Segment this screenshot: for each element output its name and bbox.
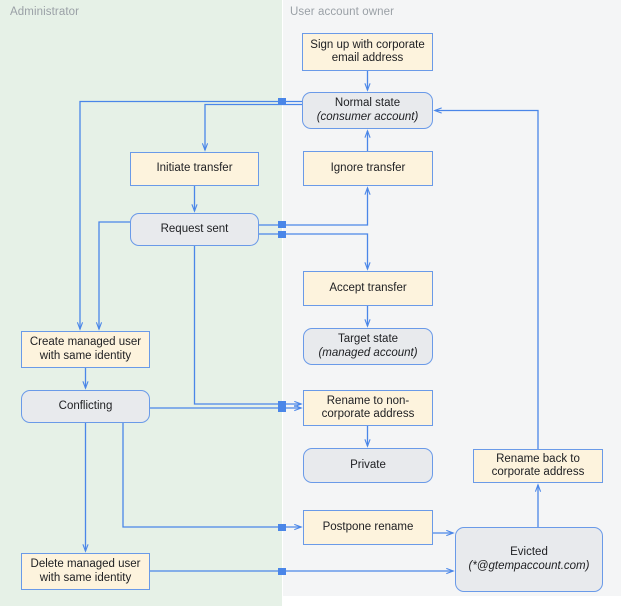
- node-label-line1: Target state: [337, 333, 399, 345]
- node-label-line1: Postpone rename: [322, 520, 414, 533]
- node-label-line2: (*@gtempaccount.com): [468, 559, 590, 572]
- node-label-line1: Sign up with corporate: [310, 38, 425, 51]
- edge-reqsent-createmu: [99, 221, 130, 329]
- node-evicted[interactable]: Evicted(*@gtempaccount.com): [455, 527, 603, 592]
- edge-reqsent-renamenc: [193, 246, 302, 404]
- edge-reqsent-accept: [259, 233, 368, 269]
- node-normal[interactable]: Normal state(consumer account): [302, 92, 433, 129]
- node-label-line1: Create managed user: [29, 336, 142, 348]
- node-label-line2: (managed account): [318, 346, 418, 359]
- node-label-line1: Rename back to: [496, 452, 580, 465]
- node-accept[interactable]: Accept transfer: [303, 271, 433, 306]
- edge-conflict-postpone: [122, 423, 301, 527]
- node-label-line1: Rename to non-: [326, 394, 410, 407]
- node-ignore[interactable]: Ignore transfer: [303, 151, 433, 186]
- node-label-line2: corporate address: [491, 466, 585, 478]
- node-label-line1: Ignore transfer: [330, 161, 406, 174]
- node-label-line2: corporate address: [321, 408, 415, 420]
- node-label-line1: Private: [350, 458, 386, 471]
- node-label-line1: Normal state: [334, 97, 401, 109]
- node-label-line1: Evicted: [510, 546, 548, 558]
- node-label-line1: Delete managed user: [30, 558, 141, 570]
- node-label-line1: Request sent: [160, 222, 229, 235]
- edge-renameback-normal: [435, 111, 539, 449]
- lane-crossing-markers: [278, 98, 286, 575]
- node-label-line1: Accept transfer: [329, 281, 407, 294]
- edge-normal-createmu: [80, 100, 302, 330]
- node-conflict[interactable]: Conflicting: [21, 390, 150, 423]
- node-label-line1: Conflicting: [58, 399, 113, 412]
- lane-label-user-account-owner: User account owner: [290, 6, 395, 18]
- node-target[interactable]: Target state(managed account): [303, 328, 433, 365]
- node-label-line2: with same identity: [39, 349, 132, 362]
- node-label-line1: Initiate transfer: [156, 162, 233, 175]
- node-reqsent[interactable]: Request sent: [130, 213, 259, 246]
- node-renamenc[interactable]: Rename to non-corporate address: [303, 390, 433, 426]
- node-label-line2: with same identity: [39, 571, 132, 584]
- node-label-line2: (consumer account): [316, 110, 419, 123]
- edges-group: [80, 71, 538, 571]
- lane-label-administrator: Administrator: [10, 6, 80, 18]
- node-label-line2: email address: [331, 52, 404, 64]
- edge-normal-initiate: [205, 103, 302, 151]
- node-postpone[interactable]: Postpone rename: [303, 510, 433, 545]
- edge-reqsent-ignore: [259, 188, 368, 226]
- node-private[interactable]: Private: [303, 448, 433, 483]
- lane-admin-background: [0, 0, 282, 606]
- node-initiate[interactable]: Initiate transfer: [130, 152, 259, 186]
